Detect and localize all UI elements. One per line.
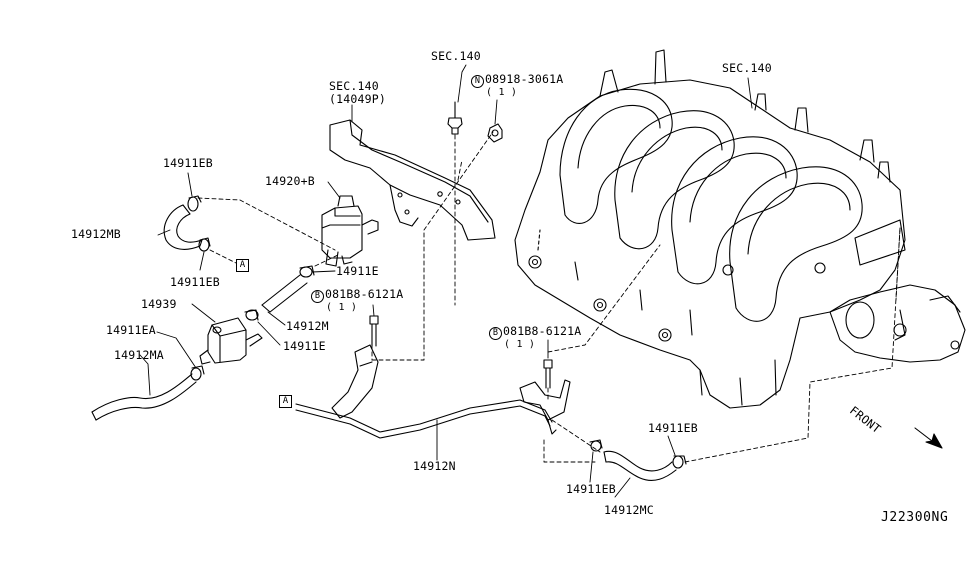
label-14911E-2: 14911E xyxy=(283,339,326,353)
bolt-a-part-number: 081B8-6121A xyxy=(325,287,404,301)
hose-14912M xyxy=(244,265,315,321)
label-bolt-b-qty: ( 1 ) xyxy=(504,339,536,350)
label-14920B: 14920+B xyxy=(265,174,315,188)
bolt-b-part-number: 081B8-6121A xyxy=(503,324,582,338)
nut-symbol-icon: N xyxy=(471,75,484,88)
label-sec140-manifold: SEC.140 xyxy=(722,61,772,75)
hose-14912MA xyxy=(91,365,205,421)
label-14912MC: 14912MC xyxy=(604,503,654,517)
intake-manifold xyxy=(514,49,966,409)
reference-box-a-1: A xyxy=(236,259,249,272)
leader-lines xyxy=(139,64,753,498)
solenoid-valve-14920B xyxy=(321,195,379,267)
label-14911EB-top: 14911EB xyxy=(163,156,213,170)
reference-box-a-2: A xyxy=(279,395,292,408)
label-14912M: 14912M xyxy=(286,319,329,333)
assembly-dashed-lines xyxy=(197,131,901,463)
bracket-14049P xyxy=(329,119,496,241)
bolt-symbol-icon: B xyxy=(489,327,502,340)
bolt-symbol-icon: B xyxy=(311,290,324,303)
label-14912MB: 14912MB xyxy=(71,227,121,241)
bolt-sec140 xyxy=(447,101,463,135)
label-14911E-1: 14911E xyxy=(336,264,379,278)
hose-14912MB xyxy=(163,195,211,252)
label-sec140-bracket: SEC.140 xyxy=(329,79,379,93)
bolt-081B8-b xyxy=(543,359,553,389)
label-14939: 14939 xyxy=(141,297,177,311)
label-sec140-top: SEC.140 xyxy=(431,49,481,63)
label-bolt-a-qty: ( 1 ) xyxy=(326,302,358,313)
diagram-reference-code: J22300NG xyxy=(881,510,949,525)
label-14911EB-bottom: 14911EB xyxy=(566,482,616,496)
valve-14939 xyxy=(199,317,263,365)
front-arrow-icon xyxy=(914,427,943,449)
nut-08918 xyxy=(487,123,503,143)
label-14049P: (14049P) xyxy=(329,92,386,106)
label-14911EB-right: 14911EB xyxy=(648,421,698,435)
label-14911EB-mid: 14911EB xyxy=(170,275,220,289)
label-14912N: 14912N xyxy=(413,459,456,473)
label-14911EA: 14911EA xyxy=(106,323,156,337)
label-14912MA: 14912MA xyxy=(114,348,164,362)
nut-part-number: 08918-3061A xyxy=(485,72,564,86)
label-nut-qty: ( 1 ) xyxy=(486,87,518,98)
vacuum-pipe-14912N xyxy=(295,344,571,439)
hose-14912MC xyxy=(589,439,687,481)
bolt-081B8-a xyxy=(369,315,379,347)
